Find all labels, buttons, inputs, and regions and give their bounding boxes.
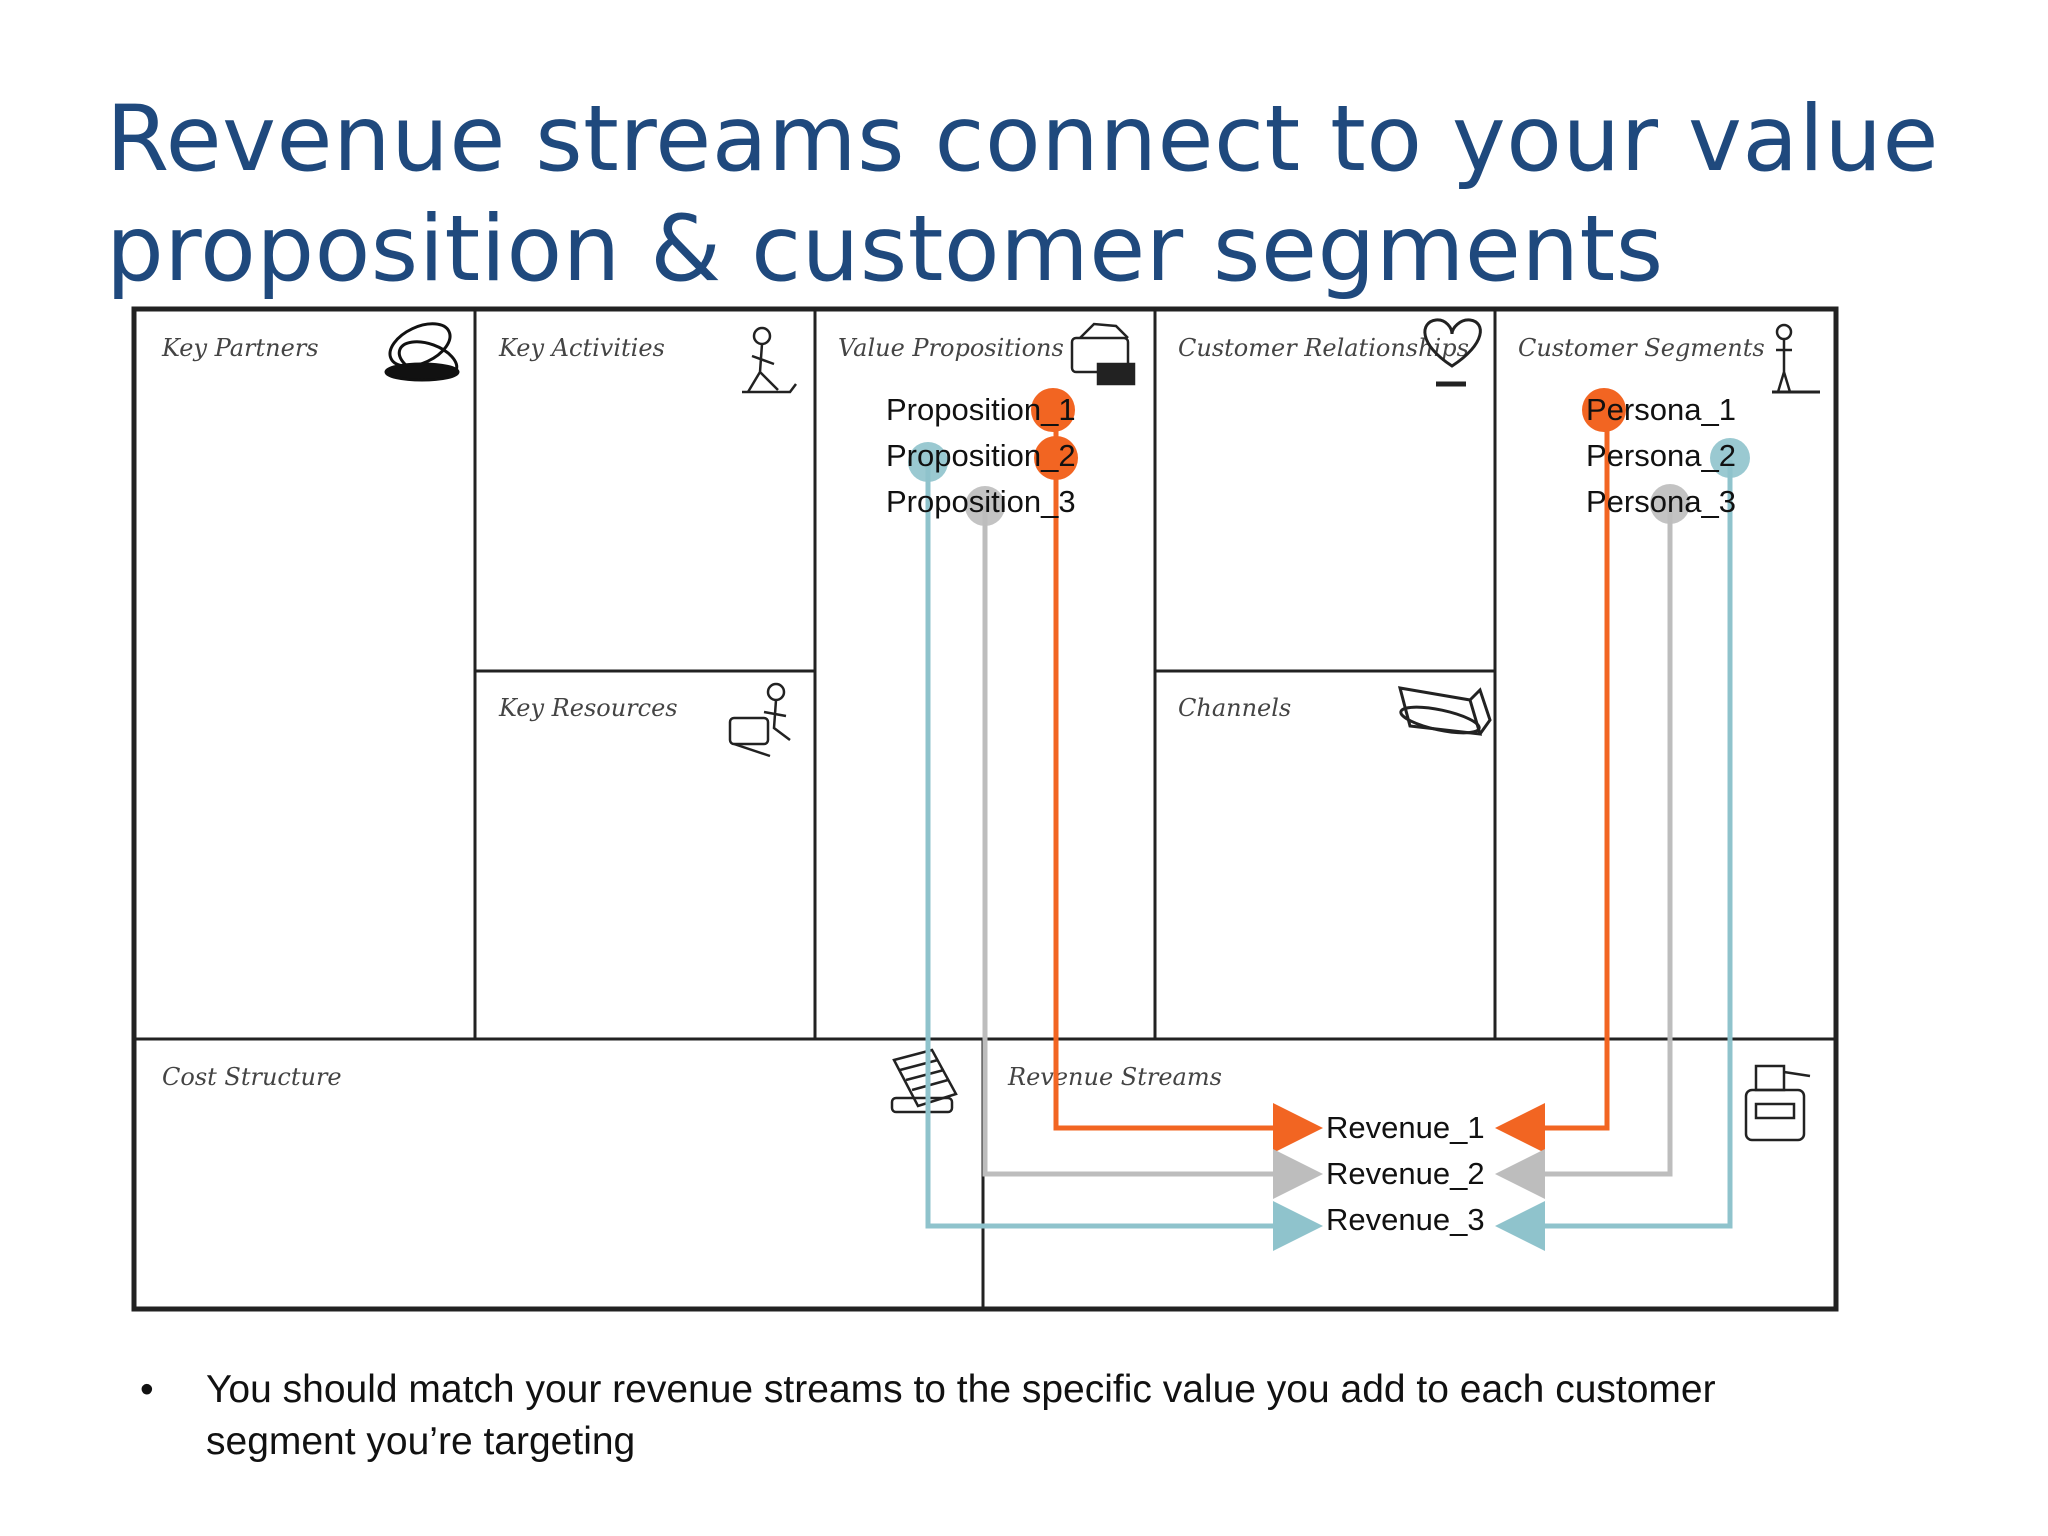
persona-item: Persona_2 [1586, 438, 1736, 473]
connector-proposition-2 [925, 462, 1323, 1251]
cell-label-key-activities: Key Activities [498, 334, 665, 362]
marker-persona-3 [1650, 484, 1690, 524]
cell-label-customer-relationships: Customer Relationships [1178, 334, 1469, 362]
cell-label-value-propositions: Value Propositions [838, 334, 1064, 362]
connector-proposition-3 [982, 506, 1323, 1199]
persona-item: Persona_3 [1586, 484, 1736, 519]
bullet-list: • You should match your revenue streams … [140, 1364, 1740, 1468]
cash-register-icon [1744, 1064, 1811, 1142]
proposition-item: Proposition_2 [886, 438, 1076, 473]
marker-proposition-2-teal [908, 442, 948, 482]
connector-proposition-1 [1053, 410, 1323, 1153]
cell-label-customer-segments: Customer Segments [1518, 334, 1765, 362]
marker-proposition-3 [965, 486, 1005, 526]
proposition-item: Proposition_3 [886, 484, 1076, 519]
cell-label-revenue-streams: Revenue Streams [1007, 1063, 1222, 1091]
marker-persona-2 [1710, 438, 1750, 478]
marker-proposition-2-orange [1034, 436, 1078, 480]
cell-label-cost-structure: Cost Structure [162, 1063, 342, 1091]
persona-list: Persona_1 Persona_2 Persona_3 [1586, 392, 1736, 519]
slide-title: Revenue streams connect to your value pr… [106, 85, 1986, 305]
bullet-dot-icon: • [140, 1368, 154, 1411]
marker-proposition-1 [1031, 388, 1075, 432]
chain-link-icon [384, 322, 460, 382]
factory-worker-icon [728, 682, 791, 758]
proposition-markers [908, 388, 1078, 526]
proposition-item: Proposition_1 [886, 392, 1076, 427]
revenue-item: Revenue_2 [1326, 1156, 1485, 1191]
gift-icon [1070, 322, 1136, 386]
slide-title-line-1: Revenue streams connect to your value [106, 86, 1940, 192]
bullet-item: You should match your revenue streams to… [206, 1368, 1716, 1463]
persona-item: Persona_1 [1586, 392, 1736, 427]
revenue-item: Revenue_1 [1326, 1110, 1485, 1145]
truck-icon [1397, 686, 1492, 736]
heart-icon [1423, 318, 1482, 387]
revenue-item: Revenue_3 [1326, 1202, 1485, 1237]
person-icon [1772, 323, 1820, 394]
connector-persona-3 [1495, 504, 1673, 1199]
cell-label-key-partners: Key Partners [161, 334, 319, 362]
cell-label-channels: Channels [1178, 694, 1291, 722]
worker-icon [742, 326, 797, 394]
connector-persona-2 [1495, 460, 1733, 1251]
register-receipt-icon [890, 1048, 958, 1114]
marker-persona-1 [1582, 388, 1626, 432]
connector-persona-1 [1495, 412, 1610, 1153]
canvas-border [131, 306, 1839, 1312]
persona-markers [1582, 388, 1750, 524]
slide-title-line-2: proposition & customer segments [106, 196, 1664, 302]
proposition-list: Proposition_1 Proposition_2 Proposition_… [886, 392, 1076, 519]
cell-label-key-resources: Key Resources [498, 694, 678, 722]
revenue-list: Revenue_1 Revenue_2 Revenue_3 [1326, 1110, 1485, 1237]
connectors [925, 410, 1733, 1251]
